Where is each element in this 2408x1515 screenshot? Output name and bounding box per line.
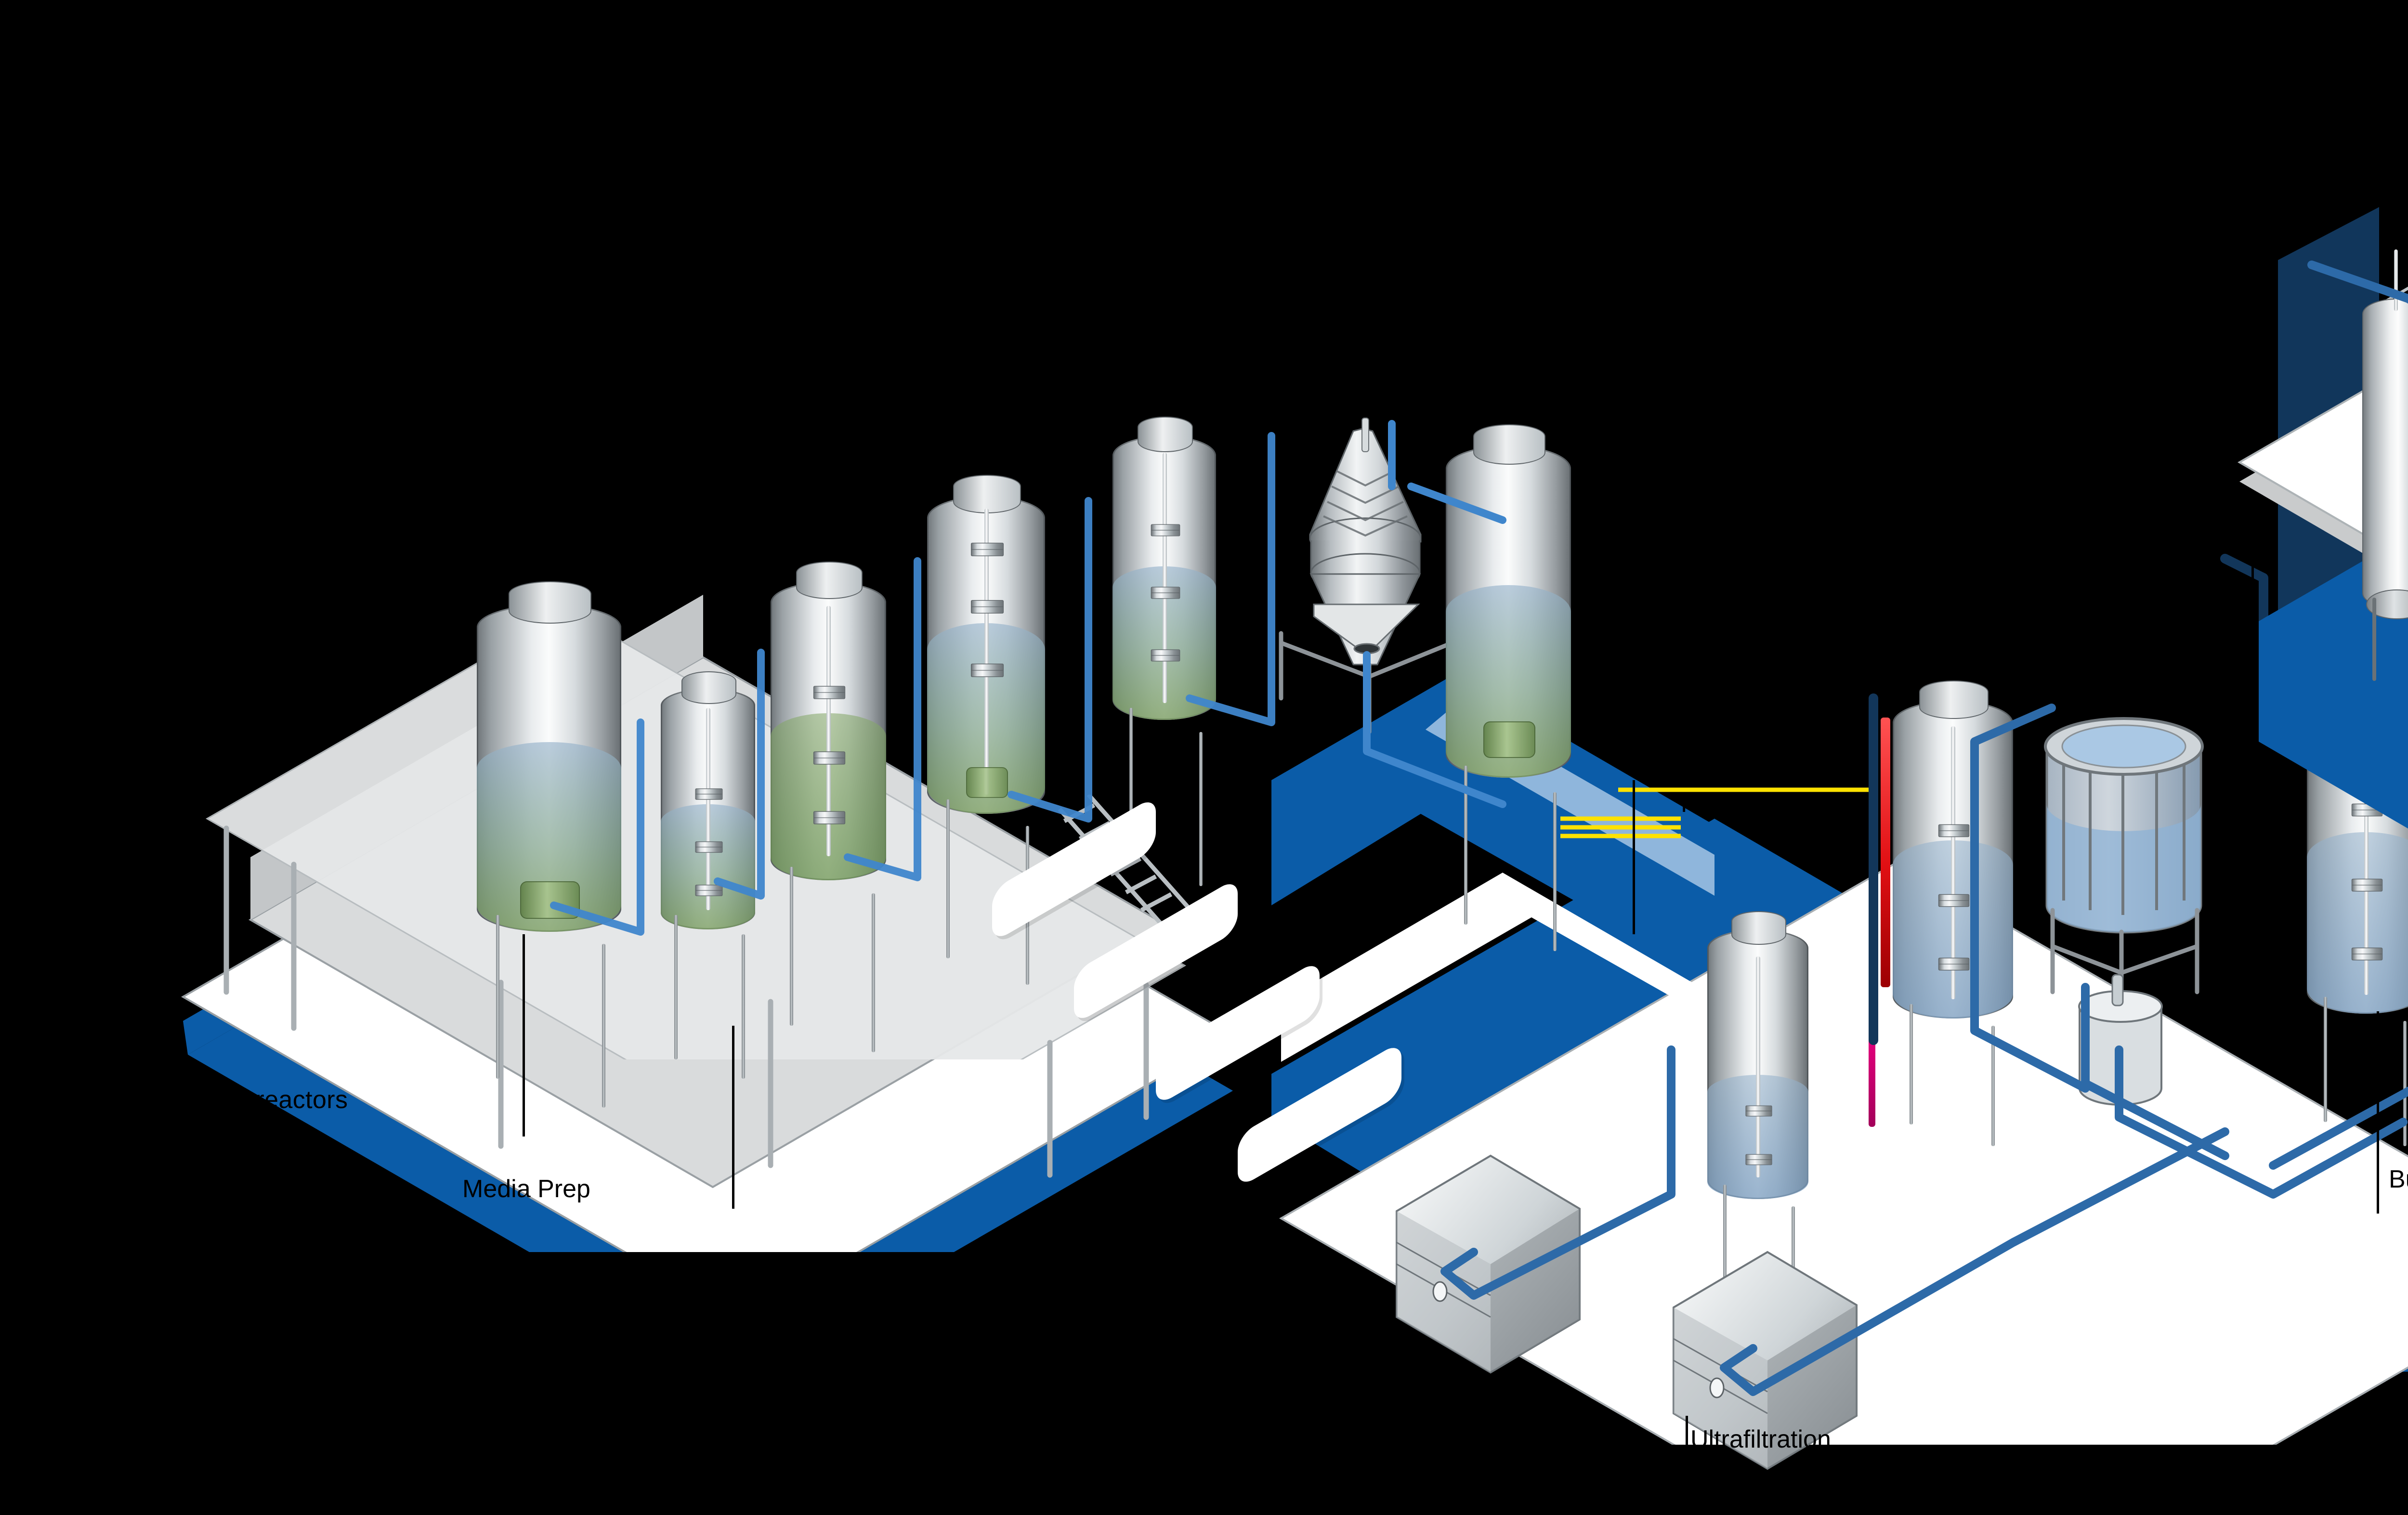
filtration-skid-b[interactable]: [1664, 1218, 1972, 1488]
impeller: [2351, 878, 2382, 892]
impeller: [813, 751, 846, 765]
top-nozzle: [1137, 417, 1193, 452]
agitator-shaft: [1756, 956, 1760, 1178]
agitator-shaft: [1162, 453, 1167, 703]
bottom-agitator: [1483, 721, 1535, 758]
agitator-shaft: [1951, 726, 1955, 1000]
agitator-shaft: [706, 708, 710, 910]
leader-media-prep: [732, 1026, 734, 1209]
caged-buffer-tank[interactable]: [2018, 684, 2288, 1050]
top-nozzle: [509, 581, 591, 624]
impeller: [1938, 957, 1970, 971]
surge-vessel[interactable]: [1893, 680, 2013, 1019]
leader-chromatography: [2251, 549, 2254, 703]
impeller: [970, 600, 1004, 614]
agitator-shaft: [984, 509, 989, 795]
label-bioreactors: Bioreactors: [219, 1086, 348, 1114]
seed-train-pipework: [550, 432, 1275, 936]
impeller: [970, 543, 1004, 557]
vessel-liquid: [2307, 832, 2408, 1014]
leader-ultrafiltration: [1686, 1416, 1688, 1512]
label-buffer-prep: Buffer Prep: [2389, 1165, 2408, 1193]
impeller: [1151, 524, 1180, 536]
bottom-agitator: [966, 767, 1008, 798]
top-nozzle: [1919, 680, 1989, 719]
harvest-pipework: [1363, 420, 1506, 808]
column-tube: [2362, 299, 2408, 609]
impeller: [813, 686, 846, 699]
impeller: [1151, 649, 1180, 662]
impeller: [813, 811, 846, 824]
label-ultrafiltration: Ultrafiltration: [1690, 1425, 1831, 1453]
steam-riser-pipe: [1881, 718, 1890, 987]
leader-buffer-prep: [2377, 1011, 2379, 1214]
impeller: [1745, 1105, 1772, 1117]
label-harvest: Harvest: [1681, 790, 1767, 818]
label-media-prep: Media Prep: [462, 1175, 590, 1203]
column-legs: [2372, 598, 2376, 681]
gas-header-yellow: [1560, 787, 1878, 838]
impeller: [695, 885, 723, 896]
top-nozzle: [1473, 424, 1545, 465]
top-nozzle: [681, 671, 736, 704]
label-filtration: Filtration: [1416, 1397, 1512, 1424]
impeller: [1938, 824, 1970, 837]
impeller: [695, 788, 723, 800]
top-nozzle: [953, 475, 1021, 513]
fillfinish-pipework: [2307, 261, 2408, 304]
label-chromatography: Chromatography: [1943, 522, 2130, 550]
impeller: [1151, 587, 1180, 599]
impeller: [1745, 1154, 1772, 1165]
holding-tank[interactable]: [1707, 911, 1808, 1199]
bioreactor-n1[interactable]: [927, 475, 1045, 814]
bioreactor-n0[interactable]: [1112, 417, 1216, 720]
leader-filtration: [1411, 1377, 1413, 1488]
impeller: [1938, 894, 1970, 907]
leader-harvest: [1633, 780, 1635, 934]
impeller: [2351, 947, 2382, 961]
column-rod: [2394, 249, 2398, 311]
agitator-shaft: [826, 605, 831, 857]
top-nozzle: [1731, 911, 1786, 945]
impeller: [695, 841, 723, 853]
leader-bioreactors: [523, 934, 525, 1136]
production-bioreactor[interactable]: [1446, 424, 1571, 778]
chromatography-column-1[interactable]: [2362, 249, 2408, 619]
top-nozzle: [796, 562, 863, 599]
bioreactor-n2[interactable]: [771, 562, 886, 880]
impeller: [970, 664, 1004, 678]
upstream-canopy-supports: [223, 825, 1149, 1178]
agitator-shaft: [2364, 726, 2369, 995]
